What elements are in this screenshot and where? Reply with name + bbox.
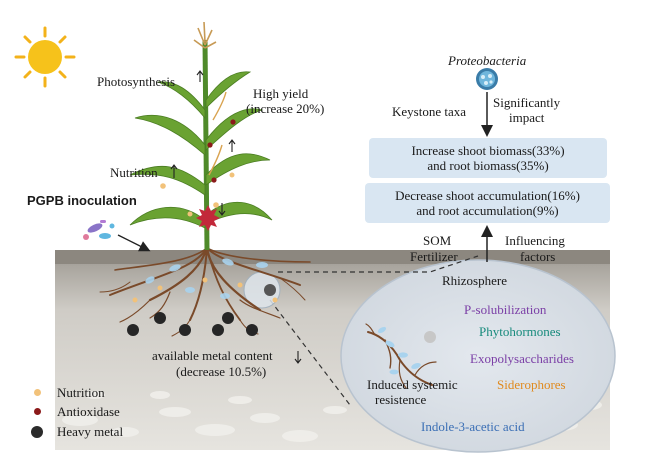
- nutrition-label: Nutrition: [110, 165, 158, 180]
- plant-roots: [99, 246, 311, 337]
- plant-shoot: [129, 21, 273, 251]
- root-nutrition-dots: [132, 277, 278, 303]
- increase-biomass-box: Increase shoot biomass(33%) and root bio…: [369, 138, 607, 178]
- pgpb-inoculation-label: PGPB inoculation: [27, 193, 137, 208]
- exopolysaccharides-label: Exopolysaccharides: [470, 351, 574, 366]
- rhizosphere-bacteria: [377, 326, 421, 375]
- phytohormones-label: Phytohormones: [479, 324, 561, 339]
- legend-item-nutrition: Nutrition: [30, 385, 105, 400]
- rhizosphere-title: Rhizosphere: [442, 273, 507, 288]
- p-solubilization-label: P-solubilization: [464, 302, 547, 317]
- pgpb-bacteria-icon: [83, 220, 115, 240]
- rhizosphere-connector: [269, 255, 479, 406]
- legend-label-heavy-metal: Heavy metal: [57, 424, 124, 439]
- decrease-accumulation-line1: Decrease shoot accumulation(16%): [395, 188, 580, 203]
- decrease-accumulation-line2: and root accumulation(9%): [416, 203, 559, 218]
- metal-content-label: available metal content: [152, 348, 273, 363]
- photosynthesis-label: Photosynthesis: [97, 74, 176, 89]
- influencing-label: Influencing: [505, 233, 565, 248]
- resistence-label: resistence: [375, 392, 427, 407]
- decrease-accumulation-box: Decrease shoot accumulation(16%) and roo…: [365, 183, 610, 223]
- legend-item-heavy-metal: Heavy metal: [30, 424, 123, 439]
- rhizosphere-zone: [340, 259, 616, 453]
- fertilizer-label: Fertilizer: [410, 249, 458, 264]
- siderophores-label: Siderophores: [497, 377, 566, 392]
- legend-item-antioxidase: Antioxidase: [30, 404, 120, 419]
- proteobacteria-label: Proteobacteria: [448, 53, 527, 68]
- iaa-label: Indole-3-acetic acid: [421, 419, 525, 434]
- increase-biomass-line2: and root biomass(35%): [427, 158, 549, 173]
- legend-label-nutrition: Nutrition: [57, 385, 105, 400]
- antioxidase-dot-icon: [34, 408, 41, 415]
- root-bacteria: [145, 258, 268, 299]
- factors-label: factors: [520, 249, 556, 264]
- legend-label-antioxidase: Antioxidase: [57, 404, 120, 419]
- heavy-metal-particles: [127, 312, 258, 336]
- impact-label: impact: [509, 110, 545, 125]
- significantly-label: Significantly: [493, 95, 561, 110]
- high-yield-label: High yield: [253, 86, 309, 101]
- som-label: SOM: [423, 233, 452, 248]
- high-yield-increase-label: (increase 20%): [246, 101, 325, 116]
- rhizosphere-particle: [424, 331, 436, 343]
- legend: Nutrition Antioxidase Heavy metal: [20, 383, 160, 445]
- stress-burst-icon: [196, 205, 220, 231]
- sun-icon: [14, 26, 76, 88]
- induced-systemic-label: Induced systemic: [367, 377, 458, 392]
- trend-arrows: [170, 70, 302, 364]
- metal-decrease-label: (decrease 10.5%): [176, 364, 267, 379]
- heavy-metal-dot-icon: [31, 425, 43, 438]
- increase-biomass-line1: Increase shoot biomass(33%): [411, 143, 565, 158]
- nutrition-dot-icon: [34, 389, 41, 396]
- proteobacteria-icon: [476, 68, 498, 90]
- pgpb-arrow: [117, 234, 151, 252]
- keystone-taxa-label: Keystone taxa: [392, 104, 467, 119]
